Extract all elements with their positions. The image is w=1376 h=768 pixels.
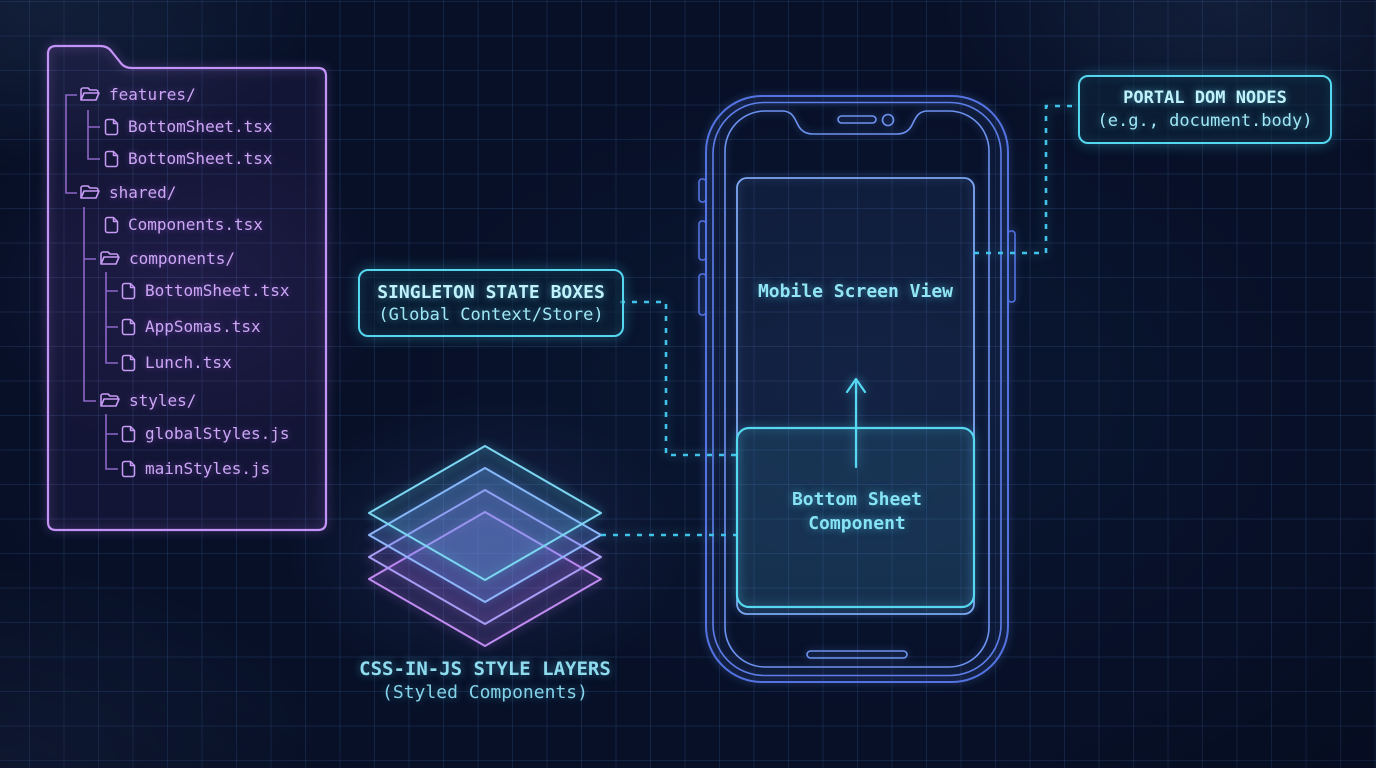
style-layers-title: CSS-IN-JS STYLE LAYERS bbox=[359, 658, 611, 680]
speaker-icon bbox=[837, 115, 877, 124]
tree-item-folder: components/ bbox=[100, 248, 235, 270]
side-button bbox=[698, 220, 707, 261]
home-indicator bbox=[806, 650, 908, 659]
style-layers-caption: CSS-IN-JS STYLE LAYERS (Styled Component… bbox=[310, 658, 660, 704]
tree-item-file: AppSomas.tsx bbox=[121, 316, 261, 338]
file-name: AppSomas.tsx bbox=[145, 317, 261, 336]
folder-icon bbox=[80, 185, 100, 199]
style-layer-2 bbox=[368, 467, 602, 603]
folder-name: shared/ bbox=[109, 183, 177, 202]
tree-item-file: globalStyles.js bbox=[121, 423, 290, 445]
tree-item-file: BottomSheet.tsx bbox=[104, 116, 273, 138]
folder-name: styles/ bbox=[129, 391, 197, 410]
bottom-sheet-box bbox=[735, 377, 976, 609]
folder-icon bbox=[100, 251, 120, 265]
phone-bezel-with-notch bbox=[724, 110, 990, 668]
style-layers-subtitle: (Styled Components) bbox=[382, 682, 588, 703]
portal-dom-callout: PORTAL DOM NODES (e.g., document.body) bbox=[1078, 75, 1332, 144]
singleton-title: SINGLETON STATE BOXES bbox=[377, 281, 605, 303]
file-name: globalStyles.js bbox=[145, 424, 290, 443]
folder-name: features/ bbox=[109, 85, 196, 104]
file-name: BottomSheet.tsx bbox=[128, 117, 273, 136]
file-icon bbox=[121, 354, 136, 372]
singleton-state-callout: SINGLETON STATE BOXES (Global Context/St… bbox=[358, 269, 624, 337]
side-button bbox=[698, 178, 707, 203]
file-tree-panel-outline bbox=[46, 44, 328, 532]
portal-subtitle: (e.g., document.body) bbox=[1097, 111, 1313, 131]
folder-icon bbox=[80, 87, 100, 101]
folder-icon bbox=[100, 393, 120, 407]
tree-item-folder: styles/ bbox=[100, 390, 196, 412]
connector-singleton-to-sheet bbox=[620, 300, 736, 457]
file-icon bbox=[104, 216, 119, 234]
file-name: mainStyles.js bbox=[145, 459, 271, 478]
side-button bbox=[1007, 230, 1016, 303]
file-name: Lunch.tsx bbox=[145, 353, 232, 372]
side-button bbox=[698, 273, 707, 316]
file-icon bbox=[121, 318, 136, 336]
file-name: BottomSheet.tsx bbox=[128, 149, 273, 168]
file-icon bbox=[121, 282, 136, 300]
tree-item-file: BottomSheet.tsx bbox=[121, 280, 290, 302]
tree-item-file: Components.tsx bbox=[104, 214, 263, 236]
screen-label: Mobile Screen View bbox=[757, 281, 954, 302]
singleton-subtitle: (Global Context/Store) bbox=[378, 304, 604, 325]
style-layer-1 bbox=[368, 445, 602, 581]
folder-name: components/ bbox=[129, 249, 235, 268]
tree-item-file: BottomSheet.tsx bbox=[104, 148, 273, 170]
camera-icon bbox=[881, 113, 895, 127]
file-icon bbox=[121, 460, 136, 478]
file-icon bbox=[104, 150, 119, 168]
tree-item-file: mainStyles.js bbox=[121, 458, 270, 480]
arrow-up-icon bbox=[845, 377, 867, 469]
style-layers-diagram bbox=[368, 445, 602, 647]
file-name: BottomSheet.tsx bbox=[145, 281, 290, 300]
tree-item-file: Lunch.tsx bbox=[121, 352, 232, 374]
bottom-sheet-label: Bottom Sheet Component bbox=[791, 489, 923, 534]
tree-item-folder: features/ bbox=[80, 84, 196, 106]
file-icon bbox=[104, 118, 119, 136]
file-icon bbox=[121, 425, 136, 443]
tree-connector-lines bbox=[65, 94, 118, 470]
tree-item-folder: shared/ bbox=[80, 182, 176, 204]
file-name: Components.tsx bbox=[128, 215, 263, 234]
portal-title: PORTAL DOM NODES bbox=[1123, 88, 1287, 108]
connector-phone-to-portal bbox=[974, 104, 1076, 255]
